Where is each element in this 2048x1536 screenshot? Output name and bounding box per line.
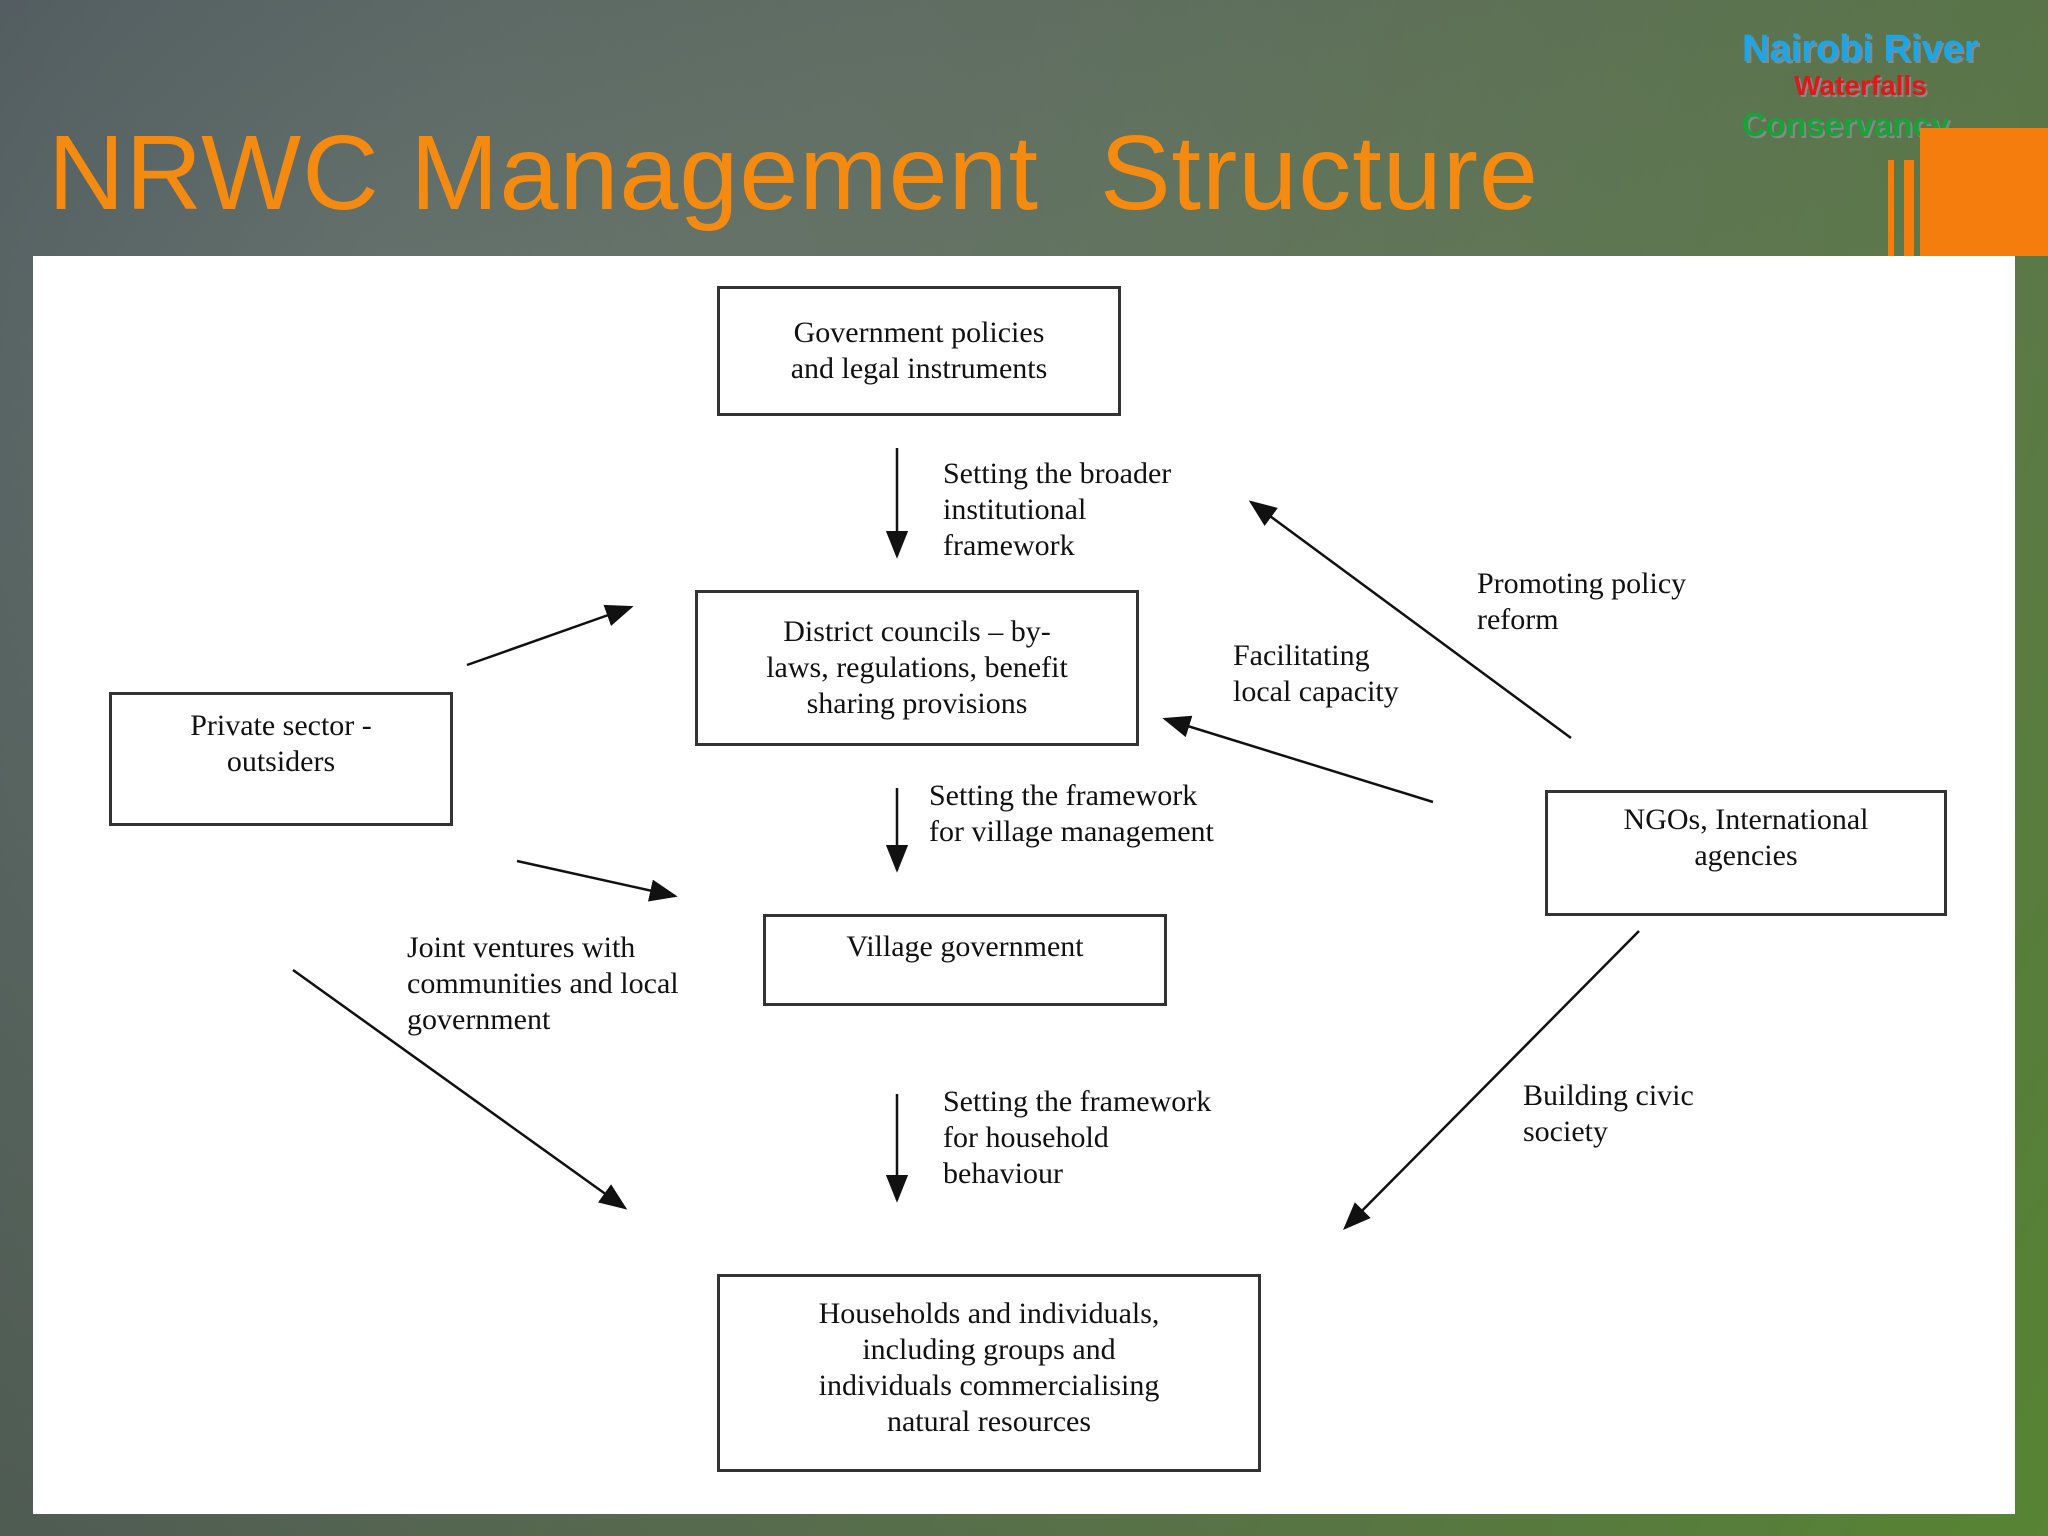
node-district-councils-text: District councils – by- laws, regulation… bbox=[766, 615, 1068, 720]
label-broader-framework: Setting the broader institutional framew… bbox=[943, 457, 1172, 562]
label-civic-society: Building civic society bbox=[1523, 1079, 1694, 1148]
node-private-sector: Private sector - outsiders bbox=[109, 692, 453, 826]
node-households: Households and individuals, including gr… bbox=[717, 1274, 1261, 1472]
accent-bar-thin bbox=[1888, 160, 1894, 256]
arrow-ngos-to-district bbox=[1162, 715, 1434, 804]
label-household-behaviour: Setting the framework for household beha… bbox=[943, 1085, 1212, 1190]
label-joint-ventures: Joint ventures with communities and loca… bbox=[407, 931, 679, 1036]
node-households-text: Households and individuals, including gr… bbox=[818, 1297, 1160, 1438]
diagram-panel: Government policies and legal instrument… bbox=[33, 256, 2015, 1514]
node-ngos: NGOs, International agencies bbox=[1545, 790, 1947, 916]
arrow-ngos-to-government bbox=[1248, 500, 1572, 740]
node-government-policies: Government policies and legal instrument… bbox=[717, 286, 1121, 416]
node-district-councils: District councils – by- laws, regulation… bbox=[695, 590, 1139, 746]
slide-title: NRWC Management Structure bbox=[48, 114, 1539, 232]
diagram-arrows bbox=[292, 448, 1640, 1230]
node-village-government: Village government bbox=[763, 914, 1167, 1006]
arrow-private-to-households bbox=[292, 968, 628, 1210]
node-village-government-text: Village government bbox=[846, 930, 1084, 963]
logo-line-3: Conservancy bbox=[1742, 106, 1950, 143]
node-private-sector-text: Private sector - outsiders bbox=[190, 709, 372, 778]
conservancy-logo: Nairobi River Waterfalls Conservancy bbox=[1730, 30, 2030, 141]
logo-line-2: Waterfalls bbox=[1794, 70, 1927, 101]
label-local-capacity: Facilitating local capacity bbox=[1233, 639, 1399, 708]
node-ngos-text: NGOs, International agencies bbox=[1623, 803, 1869, 872]
accent-block bbox=[1920, 128, 2048, 256]
arrow-private-to-village bbox=[516, 859, 678, 902]
arrow-ngos-to-households bbox=[1343, 930, 1640, 1230]
accent-bar-thick bbox=[1904, 160, 1914, 256]
arrow-private-to-district bbox=[466, 604, 634, 667]
label-village-management: Setting the framework for village manage… bbox=[929, 779, 1214, 848]
label-policy-reform: Promoting policy reform bbox=[1477, 567, 1687, 636]
node-government-policies-text: Government policies and legal instrument… bbox=[790, 316, 1048, 385]
logo-line-1: Nairobi River bbox=[1742, 28, 1979, 70]
